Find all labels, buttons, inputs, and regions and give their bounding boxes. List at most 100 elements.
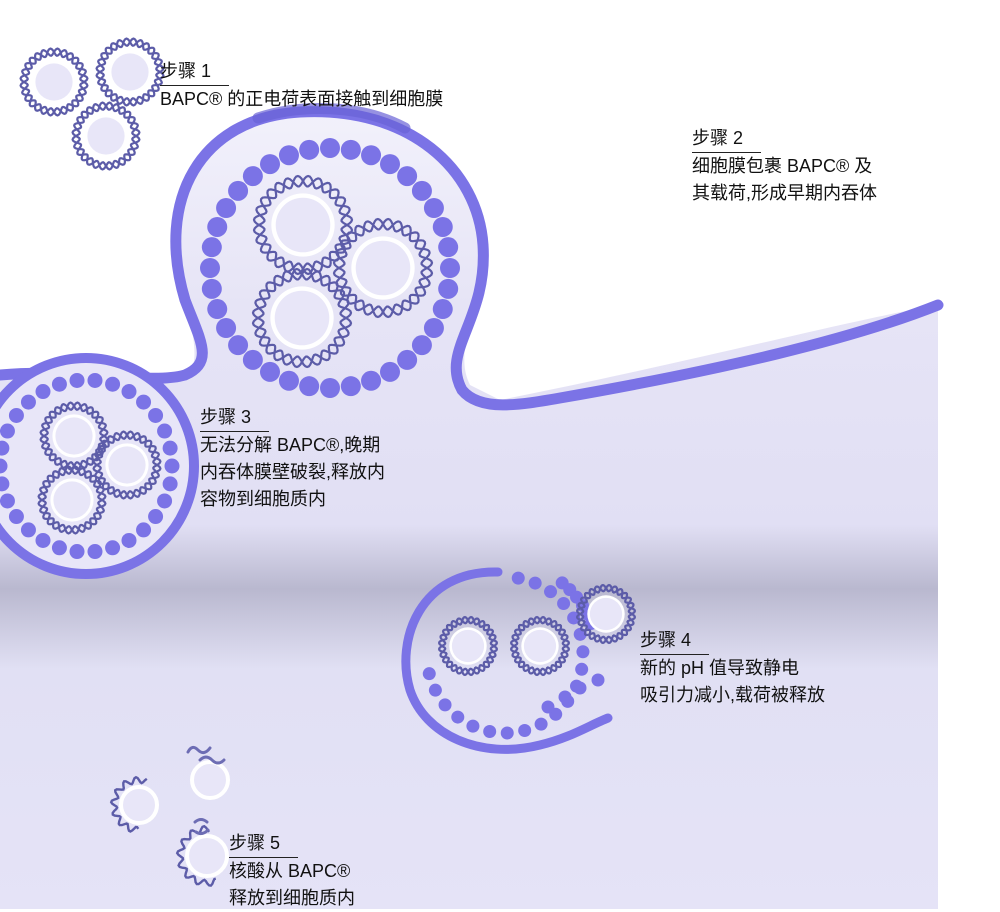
released-particle	[190, 760, 230, 800]
endosome-dot	[278, 370, 299, 391]
bapc-particle	[252, 174, 354, 276]
endosome-dot	[432, 216, 453, 237]
endosome-dot	[0, 476, 10, 492]
endosome-dot	[397, 349, 418, 370]
step-5-text: 核酸从 BAPC® 释放到细胞质内	[229, 861, 355, 908]
cytoplasm	[0, 108, 938, 909]
endosome-dot	[51, 540, 67, 556]
endosome-dot	[242, 166, 263, 187]
endosome-dot	[164, 458, 180, 474]
endosome-dot	[228, 335, 249, 356]
endosome-dot	[411, 180, 432, 201]
endosome-dot	[157, 423, 173, 439]
step-5-title: 步骤 5	[229, 830, 299, 858]
endosome-dot	[558, 690, 572, 704]
endosome-dot	[576, 645, 590, 659]
endosome-dot	[528, 576, 542, 590]
endosome-dot	[207, 299, 228, 320]
endosome-dot	[105, 540, 121, 556]
endosome-dot	[575, 662, 589, 676]
endosome-dot	[87, 372, 103, 388]
endosome-dot	[432, 299, 453, 320]
endosome-dot	[0, 423, 15, 439]
endosome-dot	[440, 258, 460, 278]
bapc-particle	[19, 47, 89, 117]
endosome-dot	[35, 532, 51, 548]
endosome-dot	[299, 376, 320, 397]
step-3-title: 步骤 3	[200, 404, 270, 432]
endosome-dot	[567, 611, 581, 625]
bapc-particle	[575, 583, 637, 645]
endosome-dot	[20, 394, 36, 410]
endosome-dot	[423, 198, 444, 218]
endosome-dot	[397, 166, 418, 187]
endosome-dot	[534, 717, 548, 731]
endosome-dot	[0, 440, 10, 456]
endosome-dot	[69, 372, 85, 388]
endosome-dot	[541, 700, 555, 714]
endosome-dot	[216, 198, 237, 218]
step-1-text: BAPC® 的正电荷表面接触到细胞膜	[160, 89, 444, 109]
endosome-dot	[380, 361, 400, 382]
released-particle	[175, 824, 229, 887]
endosome-dot	[157, 493, 173, 509]
endosome-dot	[438, 237, 459, 258]
endosome-dot	[242, 349, 263, 370]
endosome-dot	[411, 335, 432, 356]
bapc-particles	[19, 37, 637, 887]
step-4-title: 步骤 4	[640, 627, 710, 655]
endosome-dot	[136, 394, 152, 410]
bapc-particle	[332, 217, 434, 319]
endosome-dot	[51, 376, 67, 392]
endosome-dot	[466, 719, 480, 733]
bapc-particle	[509, 615, 571, 677]
endosome-dot	[511, 571, 525, 585]
endosome-dot	[361, 145, 382, 166]
endosome-dot	[518, 723, 532, 737]
step-5-label: 步骤 5 核酸从 BAPC® 释放到细胞质内	[229, 830, 355, 912]
endosome-dot	[260, 361, 280, 382]
endosome-dot	[35, 384, 51, 400]
endosome-dot	[340, 376, 361, 397]
endosome-dot	[0, 458, 8, 474]
endosome-dot	[8, 509, 24, 525]
step-2-label: 步骤 2 细胞膜包裹 BAPC® 及 其载荷,形成早期内吞体	[692, 125, 877, 207]
endosome-dot	[200, 258, 220, 278]
bapc-particle	[39, 401, 109, 471]
endosome-dot	[422, 667, 436, 681]
step-2-title: 步骤 2	[692, 125, 762, 153]
ruptured-endosome-dots	[422, 571, 605, 740]
released-particle	[109, 775, 159, 833]
endosome-dot	[299, 139, 320, 160]
endosome-dot	[228, 180, 249, 201]
step-3-label: 步骤 3 无法分解 BAPC®,晚期 内吞体膜壁破裂,释放内 容物到细胞质内	[200, 404, 385, 513]
bapc-particle	[437, 615, 499, 677]
endosome-dot	[216, 318, 237, 338]
step-2-text: 细胞膜包裹 BAPC® 及 其载荷,形成早期内吞体	[692, 156, 877, 203]
endosome-dot	[69, 544, 85, 560]
early-endosome	[200, 138, 460, 398]
step-3-text: 无法分解 BAPC®,晚期 内吞体膜壁破裂,释放内 容物到细胞质内	[200, 435, 385, 509]
endosome-dot	[148, 509, 164, 525]
endosome-dot	[136, 522, 152, 538]
nucleic-acid-fragments	[186, 745, 226, 836]
endosome-dot	[8, 407, 24, 423]
endosome-dot	[20, 522, 36, 538]
endosome-dot	[423, 318, 444, 338]
ruptured-endosome	[401, 567, 613, 754]
step-1-title: 步骤 1	[160, 58, 230, 86]
endosome-dot	[207, 216, 228, 237]
endosome-dot	[162, 440, 178, 456]
endosome-dot	[121, 384, 137, 400]
step-1-label: 步骤 1 BAPC® 的正电荷表面接触到细胞膜	[160, 58, 443, 113]
endosome-dot	[451, 710, 465, 724]
endosome-dot	[483, 724, 497, 738]
endosome-dot	[573, 681, 587, 695]
endosome-dot	[148, 407, 164, 423]
endosome-dot	[340, 139, 361, 160]
endosome-dot	[361, 370, 382, 391]
endosome-dot	[0, 493, 15, 509]
endosome-dot	[105, 376, 121, 392]
endosome-dot	[380, 154, 400, 175]
